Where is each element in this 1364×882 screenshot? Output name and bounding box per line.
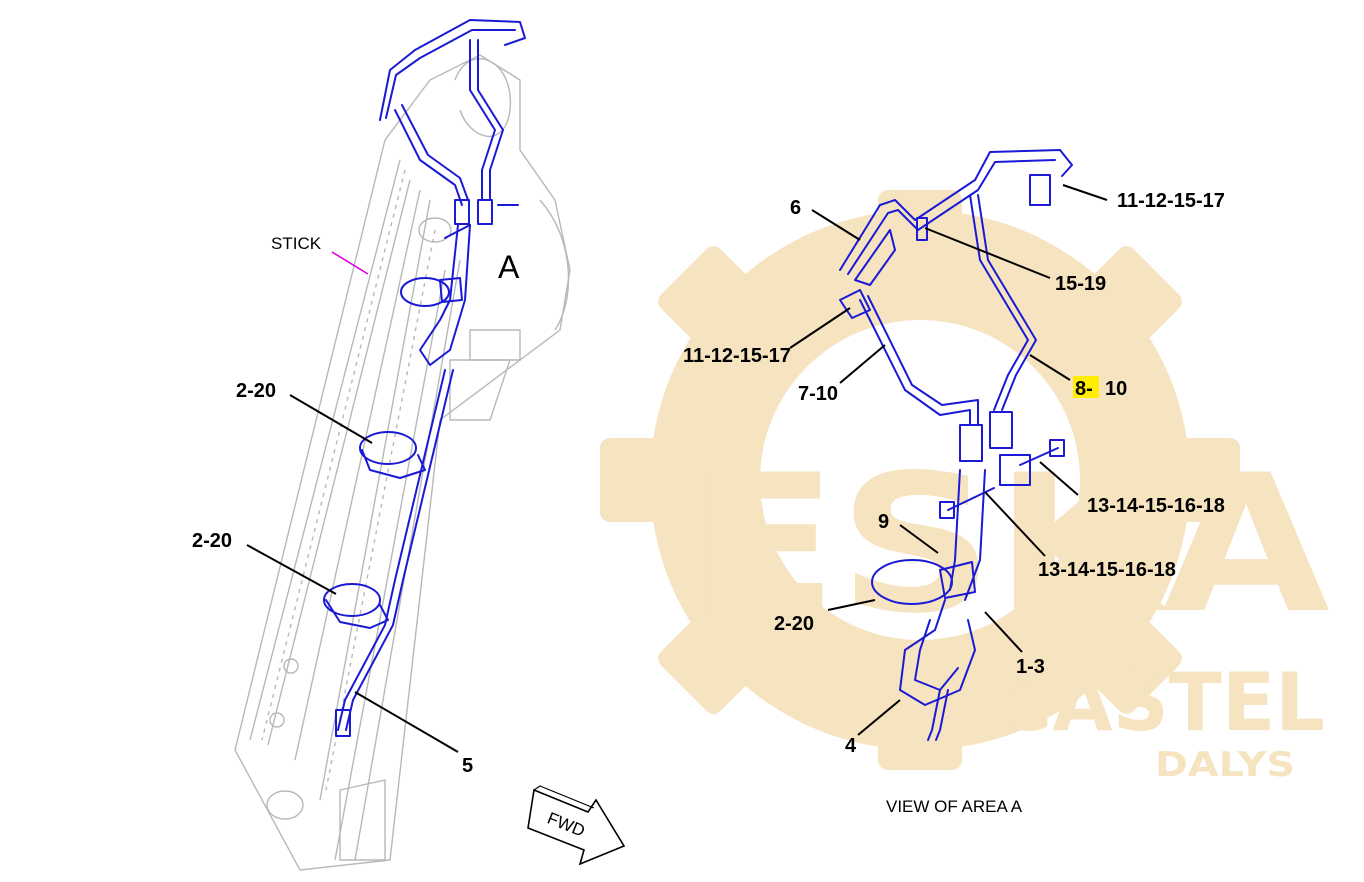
- leader-2-20-upper: [289, 394, 373, 444]
- view-of-area-label: VIEW OF AREA A: [886, 797, 1023, 816]
- fwd-arrow: FWD: [527, 785, 626, 866]
- watermark: ESKA CASTEL DALYS: [600, 190, 1330, 785]
- callout-2-20-right: 2-20: [774, 613, 814, 635]
- callout-9: 9: [878, 511, 889, 533]
- leader-15-19: [924, 227, 1051, 279]
- callout-11-12-15-17-mid: 11-12-15-17: [683, 345, 791, 367]
- callout-13-14-15-16-18-a: 13-14-15-16-18: [1087, 495, 1225, 517]
- leader-5: [354, 691, 459, 753]
- right-callouts: 6 11-12-15-17 15-19 11-12-15-17 7-10 8- …: [683, 184, 1225, 816]
- callout-1-3: 1-3: [1016, 656, 1045, 678]
- callout-8-highlight: [1073, 376, 1099, 398]
- callout-11-12-15-17-top: 11-12-15-17: [1117, 190, 1225, 212]
- leader-4: [857, 699, 901, 736]
- stick-label: STICK: [271, 234, 322, 253]
- leader-11-12-15-17-mid: [789, 307, 851, 349]
- stick-leader: [331, 251, 369, 275]
- callout-6: 6: [790, 197, 801, 219]
- leader-7-10: [839, 344, 886, 384]
- callout-8-highlighted: 8-: [1075, 378, 1093, 400]
- leader-8-10: [1029, 354, 1071, 381]
- watermark-brand: ESKA: [690, 434, 1330, 655]
- stick-outline: [234, 54, 571, 871]
- leader-11-12-15-17-top: [1062, 184, 1108, 201]
- left-callouts: 2-20 2-20 5: [192, 380, 473, 777]
- callout-13-14-15-16-18-b: 13-14-15-16-18: [1038, 559, 1176, 581]
- callout-2-20-lower: 2-20: [192, 530, 232, 552]
- leader-9: [899, 524, 939, 554]
- watermark-gear-hole: [760, 320, 1080, 640]
- callout-8-10-rest: 10: [1105, 378, 1127, 400]
- leader-2-20-right: [827, 599, 876, 611]
- leader-6: [811, 209, 861, 241]
- area-a-label: A: [498, 249, 520, 285]
- leader-1-3: [984, 611, 1023, 653]
- left-hose-assembly: [323, 19, 526, 737]
- right-hose-assembly: [839, 149, 1073, 741]
- callout-2-20-upper: 2-20: [236, 380, 276, 402]
- callout-7-10: 7-10: [798, 383, 838, 405]
- leader-13-14-15-16-18-b: [984, 491, 1046, 557]
- leader-2-20-lower: [246, 544, 337, 595]
- watermark-tagline: DALYS: [1155, 745, 1295, 785]
- callout-4: 4: [845, 735, 857, 757]
- callout-15-19: 15-19: [1055, 273, 1106, 295]
- watermark-sub-brand: CASTEL: [995, 656, 1325, 749]
- callout-5: 5: [462, 755, 473, 777]
- leader-13-14-15-16-18-a: [1039, 461, 1079, 496]
